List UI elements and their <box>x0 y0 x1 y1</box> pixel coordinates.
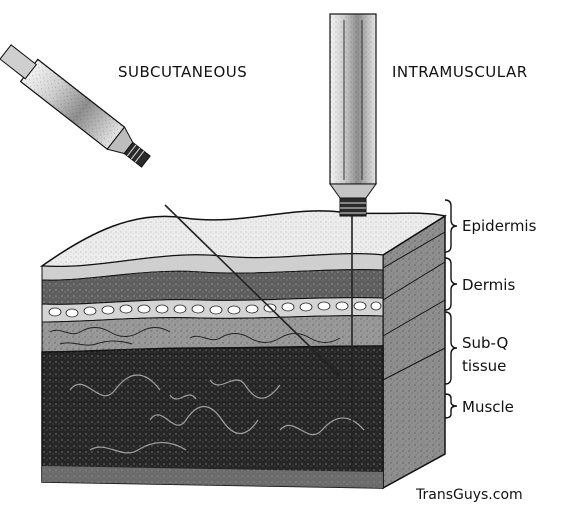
label-subq-line1: Sub-Q <box>462 334 508 352</box>
heading-subcutaneous: SUBCUTANEOUS <box>118 63 247 81</box>
credit-text: TransGuys.com <box>415 487 523 503</box>
label-dermis: Dermis <box>462 276 515 294</box>
layer-braces <box>445 200 457 418</box>
brace-subq <box>445 312 457 384</box>
label-epidermis: Epidermis <box>462 217 537 235</box>
label-muscle: Muscle <box>462 398 514 416</box>
brace-epidermis <box>445 200 457 252</box>
skin-block <box>42 211 445 488</box>
heading-intramuscular: INTRAMUSCULAR <box>392 63 528 81</box>
brace-dermis <box>445 258 457 310</box>
label-subq-line2: tissue <box>462 357 506 375</box>
brace-muscle <box>445 394 457 418</box>
